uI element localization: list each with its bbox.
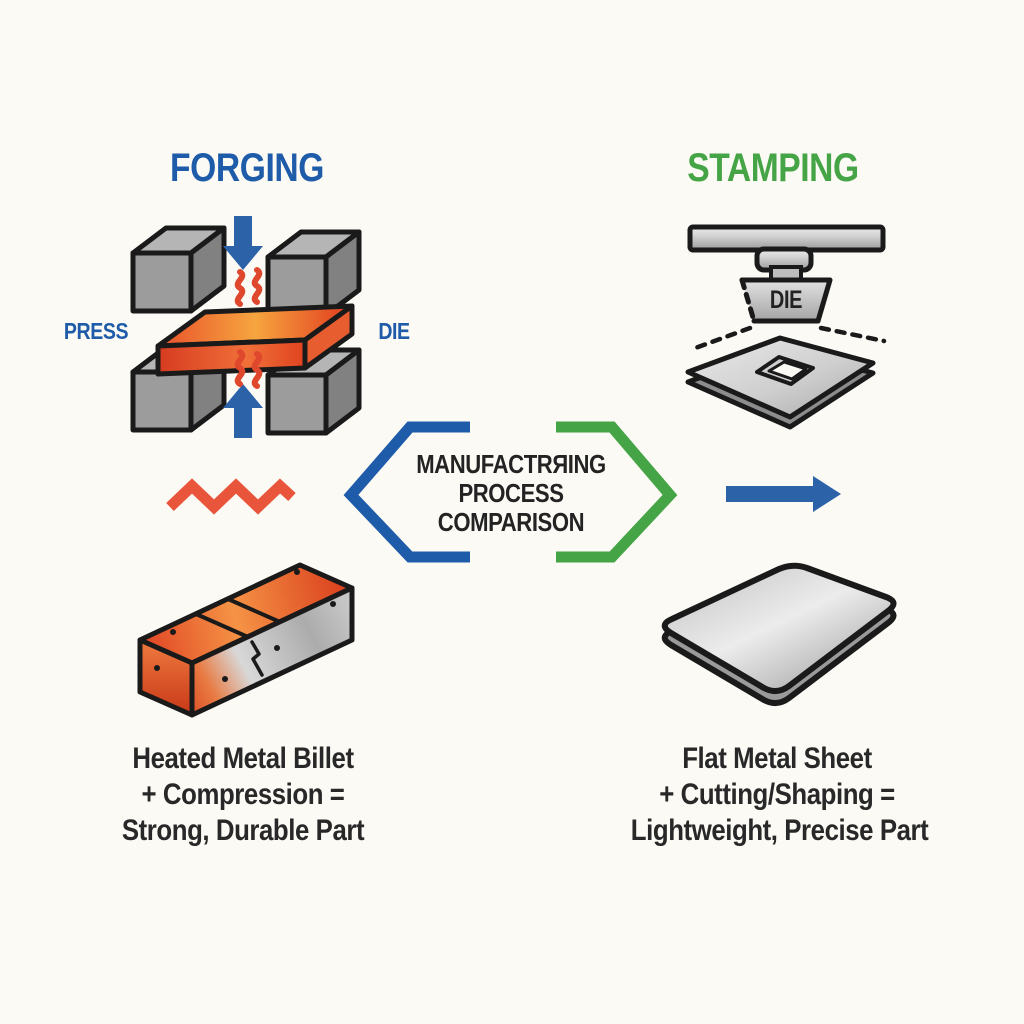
stamping-caption-line-3: Lightweight, Precise Part — [630, 814, 929, 847]
stamping-guide-dashes — [687, 325, 887, 353]
stamped-plate-icon — [685, 335, 876, 430]
heated-billet-icon — [137, 562, 355, 718]
cube-top-left — [130, 225, 227, 314]
badge-line-3: COMPARISON — [437, 507, 585, 537]
arrow-down-icon — [223, 216, 263, 270]
stamping-caption-line-1: Flat Metal Sheet — [682, 742, 872, 775]
center-badge-text: MANUFACTRЯING PROCESS COMPARISON — [409, 450, 613, 537]
stamping-caption: Flat Metal Sheet + Cutting/Shaping = Lig… — [630, 741, 929, 849]
stamping-caption-line-2: + Cutting/Shaping = — [659, 778, 895, 811]
hot-metal-slab-icon — [155, 303, 355, 377]
hexagon-badge-icon — [343, 421, 678, 563]
forging-caption: Heated Metal Billet + Compression = Stro… — [105, 741, 380, 849]
badge-line-2: PROCESS — [458, 478, 564, 508]
die-dashed-edge — [739, 277, 757, 324]
forging-caption-line-1: Heated Metal Billet — [132, 742, 354, 775]
forging-die-label: DIE — [378, 318, 410, 344]
forging-caption-line-3: Strong, Durable Part — [121, 814, 365, 847]
die-body — [742, 280, 830, 321]
press-label: PRESS — [63, 318, 129, 344]
die-outline — [739, 277, 833, 324]
heat-squiggle-icon — [234, 267, 263, 389]
press-cubes-icon — [130, 225, 362, 436]
metal-sheet-icon — [661, 562, 897, 706]
arrow-right-icon — [726, 476, 841, 512]
forging-caption-line-2: + Compression = — [141, 778, 345, 811]
hexagon-right-green — [556, 421, 678, 563]
cube-top-right — [265, 229, 362, 318]
hexagon-left-blue — [343, 421, 470, 563]
stamping-press-icon — [687, 224, 887, 353]
forging-title: FORGING — [170, 146, 324, 190]
badge-line-1: MANUFACTRЯING — [416, 449, 606, 479]
heat-zigzag-icon — [166, 478, 296, 515]
stamping-title: STAMPING — [687, 146, 859, 190]
arrow-up-icon — [223, 384, 263, 438]
stamping-die-label: DIE — [769, 286, 803, 314]
